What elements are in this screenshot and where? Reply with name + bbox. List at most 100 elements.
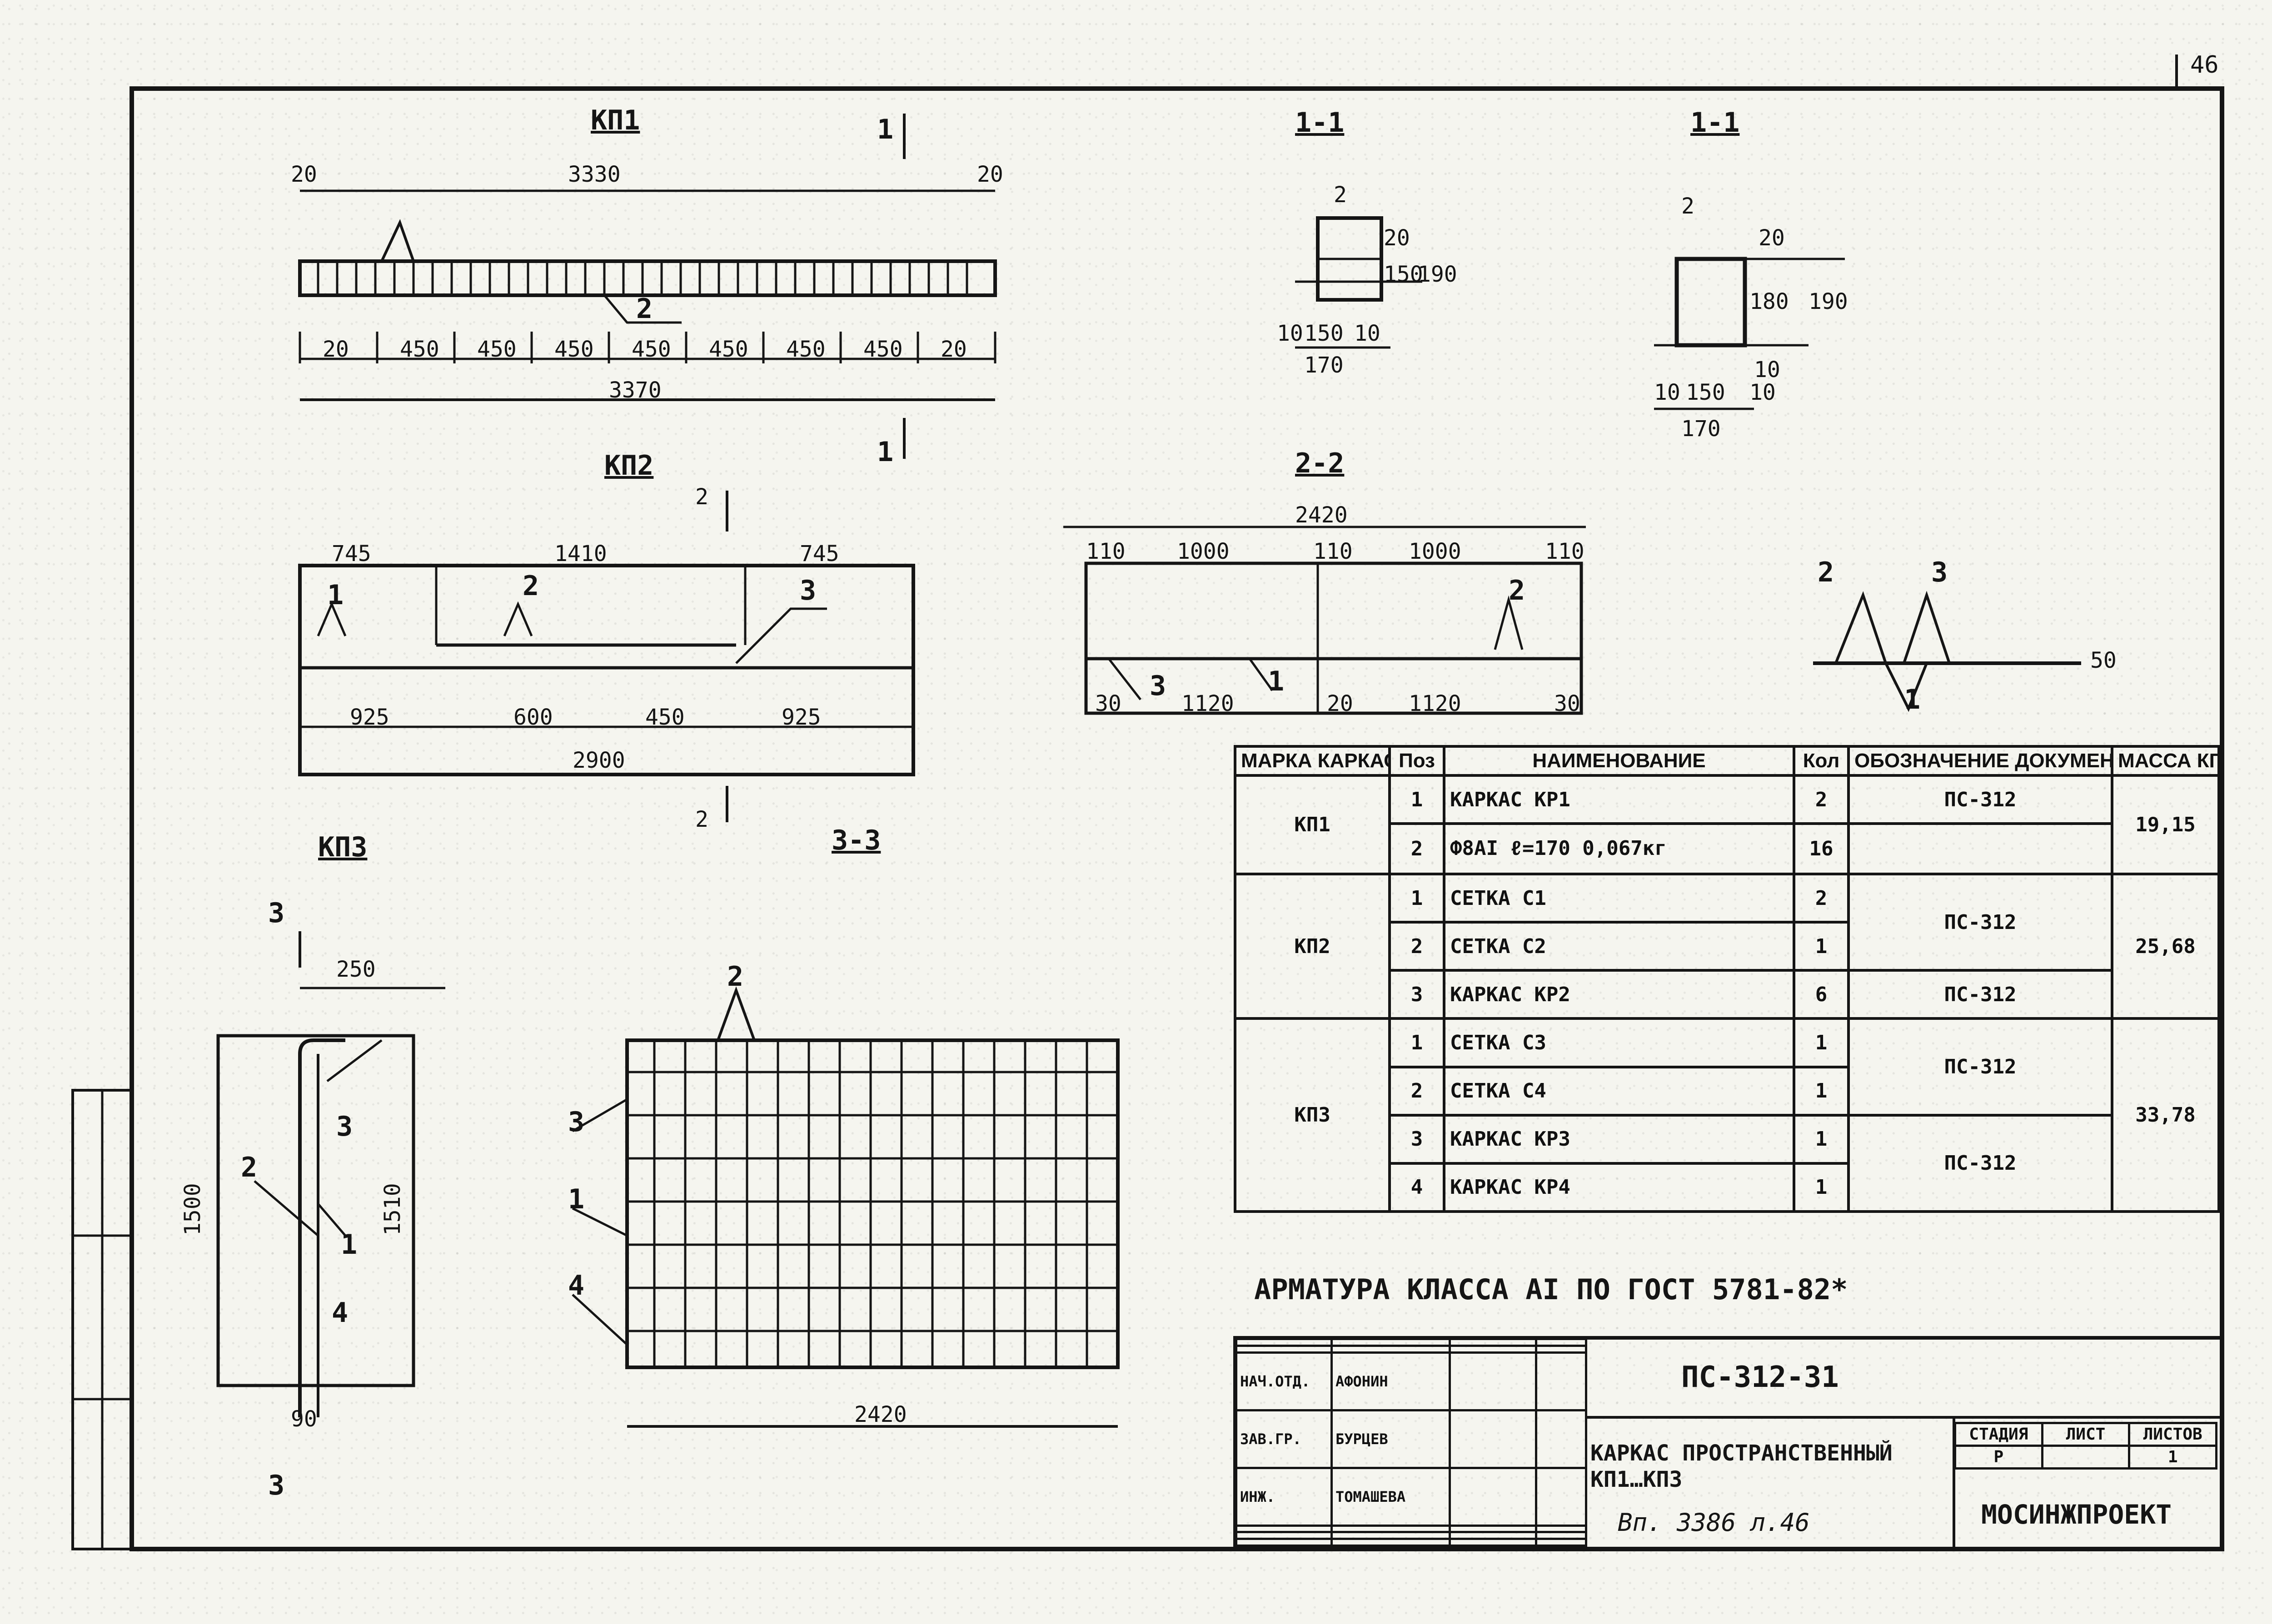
detail-leader-3 <box>1903 591 1951 664</box>
handwritten-reference: Вп. 3386 л.46 <box>1618 1508 1810 1537</box>
section-3-3-mesh <box>627 1040 1118 1367</box>
signature-table: НАЧ.ОТД. АФОНИН ЗАВ.ГР. БУРЦЕВ ИНЖ. ТОМА… <box>1235 1338 1587 1547</box>
signature-role: ИНЖ. <box>1235 1466 1333 1527</box>
spec-qty: 1 <box>1793 1162 1850 1213</box>
section-2-2-dim-bottom-1: 30 <box>1095 691 1121 716</box>
kp1-dim-label: 450 <box>554 337 594 362</box>
spec-qty: 2 <box>1793 774 1850 825</box>
spec-name: СЕТКА С4 <box>1443 1065 1795 1117</box>
kp1-dim-label: 20 <box>941 337 967 362</box>
spec-pos: 1 <box>1388 774 1445 825</box>
signature-role: НАЧ.ОТД. <box>1235 1351 1333 1411</box>
section-1-1-a-dim-5: 150 <box>1304 321 1344 346</box>
kp2-section-mark-bottom: 2 <box>695 807 708 832</box>
spec-pos: 3 <box>1388 969 1445 1020</box>
spec-doc: ПС-312 <box>1847 1017 2113 1117</box>
spec-pos: 2 <box>1388 921 1445 972</box>
kp1-dim-label: 450 <box>632 337 671 362</box>
kp1-dim-label: 20 <box>323 337 349 362</box>
section-1-1-b-dim-3: 190 <box>1809 289 1848 314</box>
spec-qty: 1 <box>1793 1017 1850 1068</box>
section-1-1-b-callout: 2 <box>1681 194 1694 219</box>
spec-doc: ПС-312 <box>1847 774 2113 825</box>
section-1-1-b-dim-8: 170 <box>1681 416 1721 442</box>
kp2-section-mark-top: 2 <box>695 484 708 510</box>
signature-name: ТОМАШЕВА <box>1330 1466 1451 1527</box>
detail-leader-2 <box>1834 591 1887 664</box>
kp1-stirrups <box>317 261 968 295</box>
kp2-dim-total: 2900 <box>573 748 625 773</box>
section-2-2-callout-3: 3 <box>1150 670 1166 702</box>
spec-doc: ПС-312 <box>1847 969 2113 1020</box>
kp1-section-mark-bottom: 1 <box>877 436 893 468</box>
section-1-1-a-dim-3: 190 <box>1418 262 1457 287</box>
section-2-2-leader-2 <box>1494 595 1524 650</box>
spec-name: СЕТКА С2 <box>1443 921 1795 972</box>
spec-name: КАРКАС КР2 <box>1443 969 1795 1020</box>
section-3-3-leader-3 <box>572 1098 628 1132</box>
spec-pos: 3 <box>1388 1113 1445 1165</box>
signature-row: ИНЖ. ТОМАШЕВА <box>1235 1466 1587 1527</box>
kp1-dim-label: 450 <box>709 337 748 362</box>
organization-name: МОСИНЖПРОЕКТ <box>1981 1499 2172 1530</box>
kp2-dim-top-2: 1410 <box>554 541 607 566</box>
spec-header-doc: ОБОЗНАЧЕНИЕ ДОКУМЕНТА <box>1847 745 2113 777</box>
spec-header-mark: МАРКА КАРКАСА <box>1234 745 1391 777</box>
kp1-dim-label: 450 <box>400 337 439 362</box>
spec-name: КАРКАС КР1 <box>1443 774 1795 825</box>
signature-name: АФОНИН <box>1330 1351 1451 1411</box>
document-code: ПС-312-31 <box>1681 1361 1839 1394</box>
kp3-leader-2 <box>254 1180 319 1237</box>
kp2-leader-2 <box>503 601 533 636</box>
detail-callout-1: 1 <box>1904 684 1920 715</box>
detail-callout-3: 3 <box>1931 556 1948 588</box>
kp2-callout-2: 2 <box>523 570 539 602</box>
section-2-2-leader-3 <box>1108 658 1141 700</box>
kp2-dim-bottom-1: 925 <box>350 705 389 730</box>
kp1-dim-label: 450 <box>477 337 517 362</box>
spec-qty: 6 <box>1793 969 1850 1020</box>
sheet-frame <box>130 86 2224 1551</box>
kp3-dim-top: 250 <box>336 957 376 982</box>
spec-pos: 1 <box>1388 873 1445 924</box>
kp1-callout-leader-2 <box>603 294 682 324</box>
kp1-callout-2: 2 <box>636 293 653 325</box>
spec-header-name: НАИМЕНОВАНИЕ <box>1443 745 1795 777</box>
detail-dim: 50 <box>2090 648 2117 673</box>
view-kp2: КП2 2 2 745 1410 745 1 2 3 925 600 450 9… <box>298 450 915 832</box>
table-row: 4 КАРКАС КР4 1 <box>1235 1162 2219 1213</box>
kp3-leader-3 <box>326 1039 383 1082</box>
view-kp3-title: КП3 <box>318 831 367 863</box>
spec-pos: 1 <box>1388 1017 1445 1068</box>
detail-callout-2: 2 <box>1818 556 1834 588</box>
section-1-1-b-dim-5: 150 <box>1686 380 1725 405</box>
section-1-1-a-dim-7: 170 <box>1304 353 1344 378</box>
section-2-2-callout-2: 2 <box>1509 575 1525 606</box>
spec-name: Ф8АI ℓ=170 0,067кг <box>1443 822 1795 876</box>
spec-mark: КП2 <box>1234 873 1391 1020</box>
kp3-callout-3: 3 <box>336 1111 353 1142</box>
spec-mark: КП1 <box>1234 774 1391 876</box>
spec-name: КАРКАС КР4 <box>1443 1162 1795 1213</box>
stage-value: Р <box>1954 1445 2043 1470</box>
kp1-frame <box>298 259 997 297</box>
stage-table: СТАДИЯ ЛИСТ ЛИСТОВ Р 1 <box>1954 1422 2217 1470</box>
section-3-3-callout-4: 4 <box>568 1270 584 1301</box>
section-2-2-dim-top-3: 110 <box>1313 539 1353 564</box>
section-1-1-a-title: 1-1 <box>1295 107 1344 139</box>
spec-doc: ПС-312 <box>1847 1113 2113 1213</box>
spec-qty: 16 <box>1793 822 1850 876</box>
section-2-2-dim-bottom-2: 1120 <box>1181 691 1234 716</box>
kp3-rebar <box>298 1038 345 1417</box>
table-row: КП3 1 СЕТКА С3 1 ПС-312 33,78 <box>1234 1017 2220 1213</box>
section-3-3-dim-total: 2420 <box>854 1402 907 1427</box>
section-1-1-b-title: 1-1 <box>1690 107 1739 139</box>
view-kp3: КП3 3 3 250 1500 1510 90 3 2 1 4 <box>180 831 445 1501</box>
section-2-2-dim-top-1: 110 <box>1086 539 1126 564</box>
section-2-2-dim-bottom-3: 20 <box>1327 691 1353 716</box>
spec-header-mass: МАССА КГ <box>2111 745 2220 777</box>
spec-qty: 1 <box>1793 921 1850 972</box>
spec-mass: 25,68 <box>2111 873 2220 1020</box>
kp3-dim-bottom: 90 <box>291 1406 317 1432</box>
